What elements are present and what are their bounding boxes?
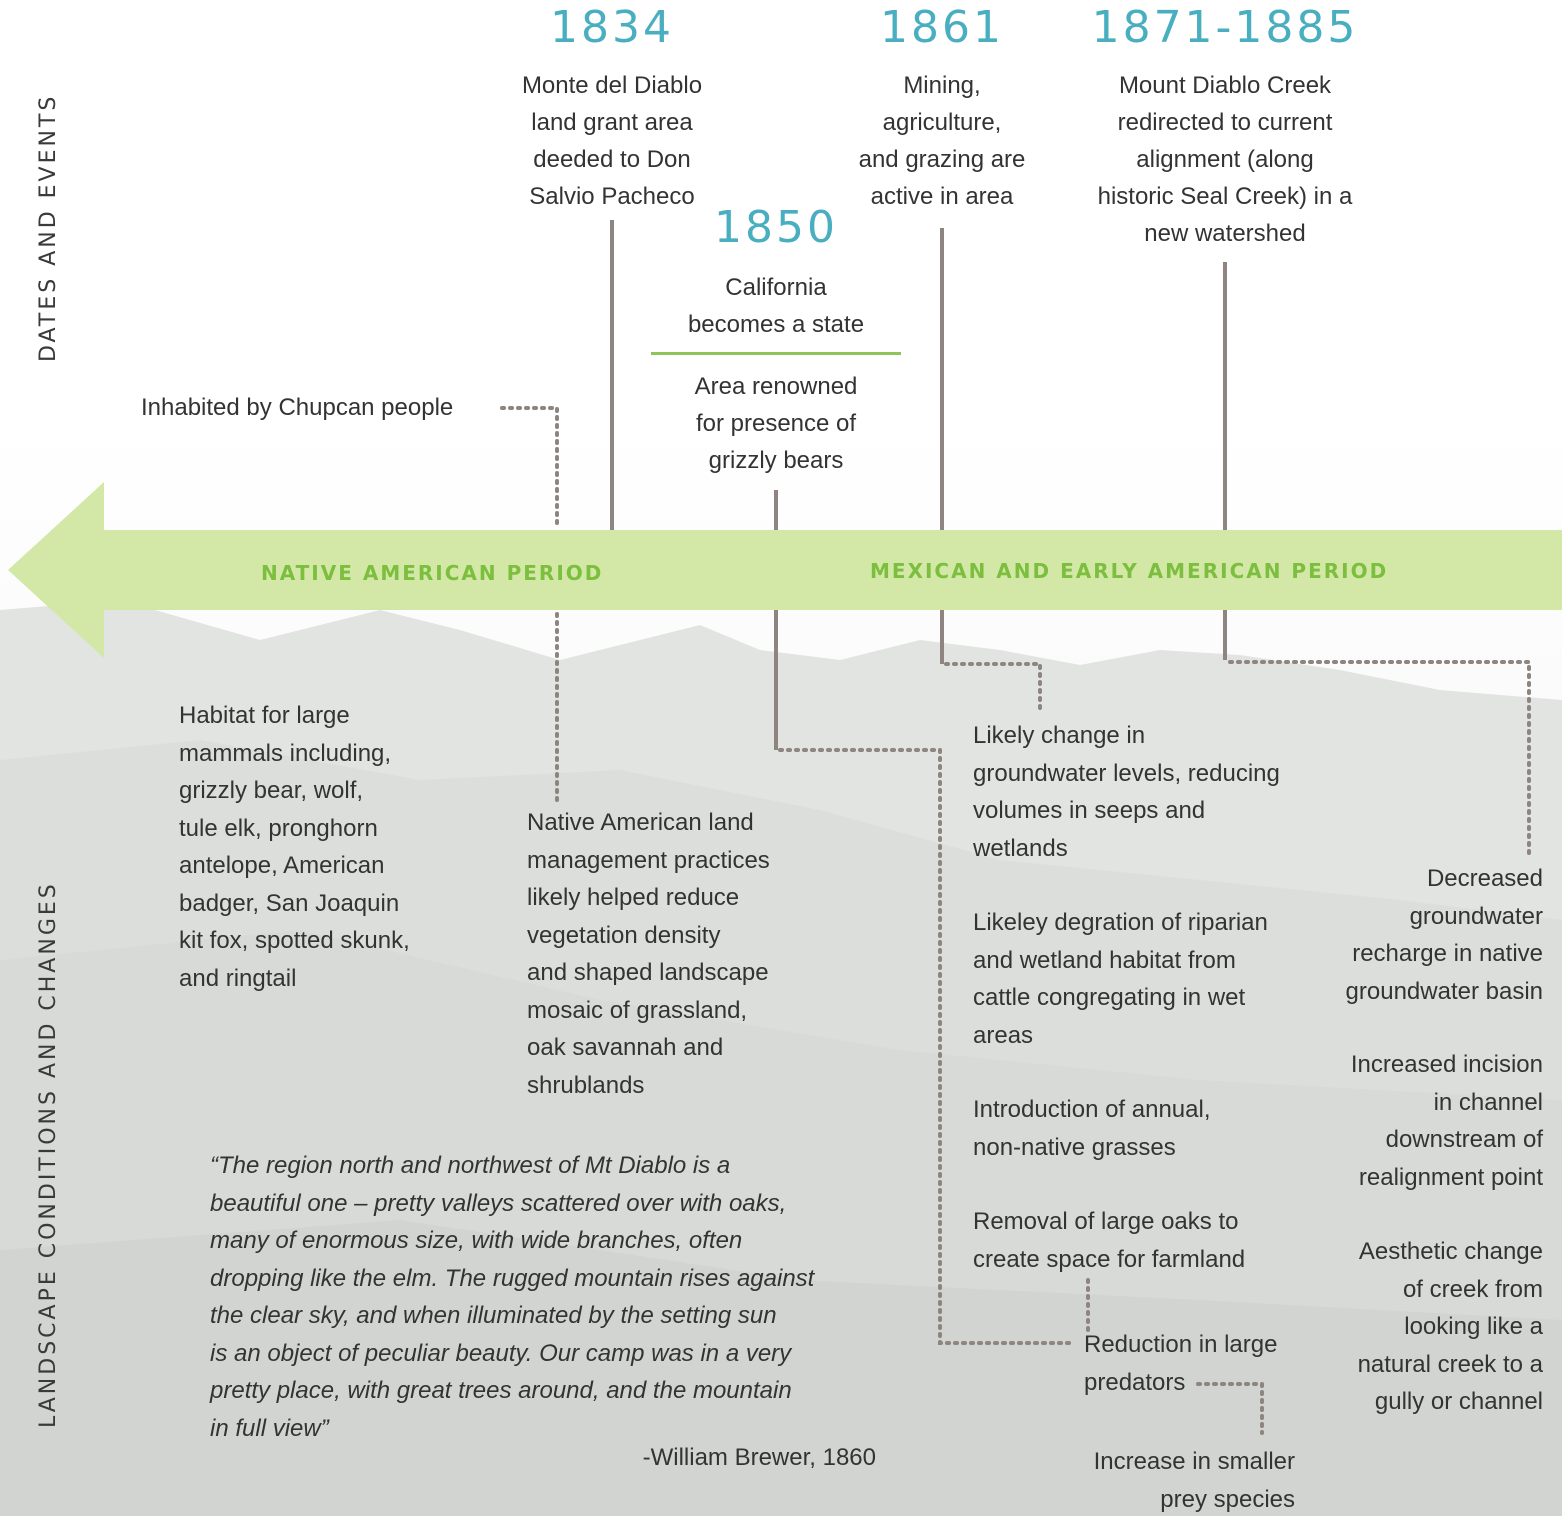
event-1861-text: Mining, agriculture, and grazing are act…: [822, 67, 1062, 215]
aesthetic-line: of creek from: [1300, 1271, 1543, 1309]
recharge-text: Decreased groundwater recharge in native…: [1300, 860, 1543, 1010]
aesthetic-line: Aesthetic change: [1300, 1233, 1543, 1271]
predators-text: Reduction in large predators: [1084, 1326, 1324, 1401]
event-1861-line: Mining,: [822, 67, 1062, 104]
native-management-line: management practices: [527, 842, 827, 880]
riparian-line: areas: [973, 1017, 1323, 1055]
quote-line: “The region north and northwest of Mt Di…: [210, 1147, 910, 1185]
event-1850-subline: for presence of: [636, 405, 916, 442]
habitat-line: Habitat for large: [179, 697, 479, 735]
event-1871-line: new watershed: [1075, 215, 1375, 252]
riparian-text: Likeley degration of riparian and wetlan…: [973, 904, 1323, 1054]
quote-line: beautiful one – pretty valleys scattered…: [210, 1185, 910, 1223]
event-1834-line: land grant area: [482, 104, 742, 141]
groundwater-change-line: wetlands: [973, 830, 1323, 868]
quote-attribution: -William Brewer, 1860: [560, 1439, 876, 1477]
oaks-removal-text: Removal of large oaks to create space fo…: [973, 1203, 1323, 1278]
brewer-quote: “The region north and northwest of Mt Di…: [210, 1147, 910, 1447]
quote-line: pretty place, with great trees around, a…: [210, 1372, 910, 1410]
recharge-line: groundwater: [1300, 898, 1543, 936]
prey-line: prey species: [1000, 1481, 1295, 1518]
oaks-removal-line: Removal of large oaks to: [973, 1203, 1323, 1241]
riparian-line: and wetland habitat from: [973, 942, 1323, 980]
native-management-line: Native American land: [527, 804, 827, 842]
year-1861: 1861: [842, 2, 1042, 53]
groundwater-change-line: groundwater levels, reducing: [973, 755, 1323, 793]
incision-line: realignment point: [1300, 1159, 1543, 1197]
dotted-1861-branch: [946, 664, 1040, 708]
aesthetic-line: looking like a: [1300, 1308, 1543, 1346]
event-1871-text: Mount Diablo Creek redirected to current…: [1075, 67, 1375, 252]
event-1834-text: Monte del Diablo land grant area deeded …: [482, 67, 742, 215]
native-management-text: Native American land management practice…: [527, 804, 827, 1104]
event-1861-line: and grazing are: [822, 141, 1062, 178]
event-1861-line: agriculture,: [822, 104, 1062, 141]
native-management-line: likely helped reduce: [527, 879, 827, 917]
habitat-line: mammals including,: [179, 735, 479, 773]
event-1834-line: deeded to Don: [482, 141, 742, 178]
incision-text: Increased incision in channel downstream…: [1300, 1046, 1543, 1196]
predators-line: predators: [1084, 1364, 1324, 1402]
oaks-removal-line: create space for farmland: [973, 1241, 1323, 1279]
habitat-line: and ringtail: [179, 960, 479, 998]
recharge-line: recharge in native: [1300, 935, 1543, 973]
prey-text: Increase in smaller prey species: [1000, 1443, 1295, 1518]
predators-line: Reduction in large: [1084, 1326, 1324, 1364]
annual-grasses-text: Introduction of annual, non-native grass…: [973, 1091, 1323, 1166]
event-1850-divider: [651, 352, 901, 355]
habitat-text: Habitat for large mammals including, gri…: [179, 697, 479, 997]
habitat-line: badger, San Joaquin: [179, 885, 479, 923]
quote-line: dropping like the elm. The rugged mounta…: [210, 1260, 910, 1298]
prey-line: Increase in smaller: [1000, 1443, 1295, 1481]
year-1834: 1834: [512, 2, 712, 53]
native-management-line: vegetation density: [527, 917, 827, 955]
incision-line: Increased incision: [1300, 1046, 1543, 1084]
aesthetic-text: Aesthetic change of creek from looking l…: [1300, 1233, 1543, 1421]
event-1850-subline: Area renowned: [636, 368, 916, 405]
dotted-chupcan: [502, 408, 557, 525]
aesthetic-line: natural creek to a: [1300, 1346, 1543, 1384]
riparian-line: Likeley degration of riparian: [973, 904, 1323, 942]
habitat-line: kit fox, spotted skunk,: [179, 922, 479, 960]
event-1850-line: becomes a state: [636, 306, 916, 343]
event-1861-line: active in area: [822, 178, 1062, 215]
event-1850-text: California becomes a state: [636, 269, 916, 343]
event-1850-subline: grizzly bears: [636, 442, 916, 479]
incision-line: in channel: [1300, 1084, 1543, 1122]
aesthetic-line: gully or channel: [1300, 1383, 1543, 1421]
groundwater-change-line: volumes in seeps and: [973, 792, 1323, 830]
year-1871-1885: 1871-1885: [1080, 2, 1370, 53]
annual-grasses-line: non-native grasses: [973, 1129, 1323, 1167]
native-management-line: oak savannah and: [527, 1029, 827, 1067]
recharge-line: groundwater basin: [1300, 973, 1543, 1011]
groundwater-change-text: Likely change in groundwater levels, red…: [973, 717, 1323, 867]
habitat-line: antelope, American: [179, 847, 479, 885]
event-1850-line: California: [636, 269, 916, 306]
riparian-line: cattle congregating in wet: [973, 979, 1323, 1017]
groundwater-change-line: Likely change in: [973, 717, 1323, 755]
native-management-line: and shaped landscape: [527, 954, 827, 992]
recharge-line: Decreased: [1300, 860, 1543, 898]
incision-line: downstream of: [1300, 1121, 1543, 1159]
quote-line: is an object of peculiar beauty. Our cam…: [210, 1335, 910, 1373]
event-1850-subtext: Area renowned for presence of grizzly be…: [636, 368, 916, 479]
native-management-line: shrublands: [527, 1067, 827, 1105]
event-1871-line: alignment (along: [1075, 141, 1375, 178]
inhabited-chupcan: Inhabited by Chupcan people: [141, 389, 453, 427]
event-1871-line: historic Seal Creek) in a: [1075, 178, 1375, 215]
quote-line: many of enormous size, with wide branche…: [210, 1222, 910, 1260]
native-management-line: mosaic of grassland,: [527, 992, 827, 1030]
habitat-line: grizzly bear, wolf,: [179, 772, 479, 810]
event-1834-line: Monte del Diablo: [482, 67, 742, 104]
annual-grasses-line: Introduction of annual,: [973, 1091, 1323, 1129]
event-1871-line: redirected to current: [1075, 104, 1375, 141]
quote-line: the clear sky, and when illuminated by t…: [210, 1297, 910, 1335]
habitat-line: tule elk, pronghorn: [179, 810, 479, 848]
event-1871-line: Mount Diablo Creek: [1075, 67, 1375, 104]
